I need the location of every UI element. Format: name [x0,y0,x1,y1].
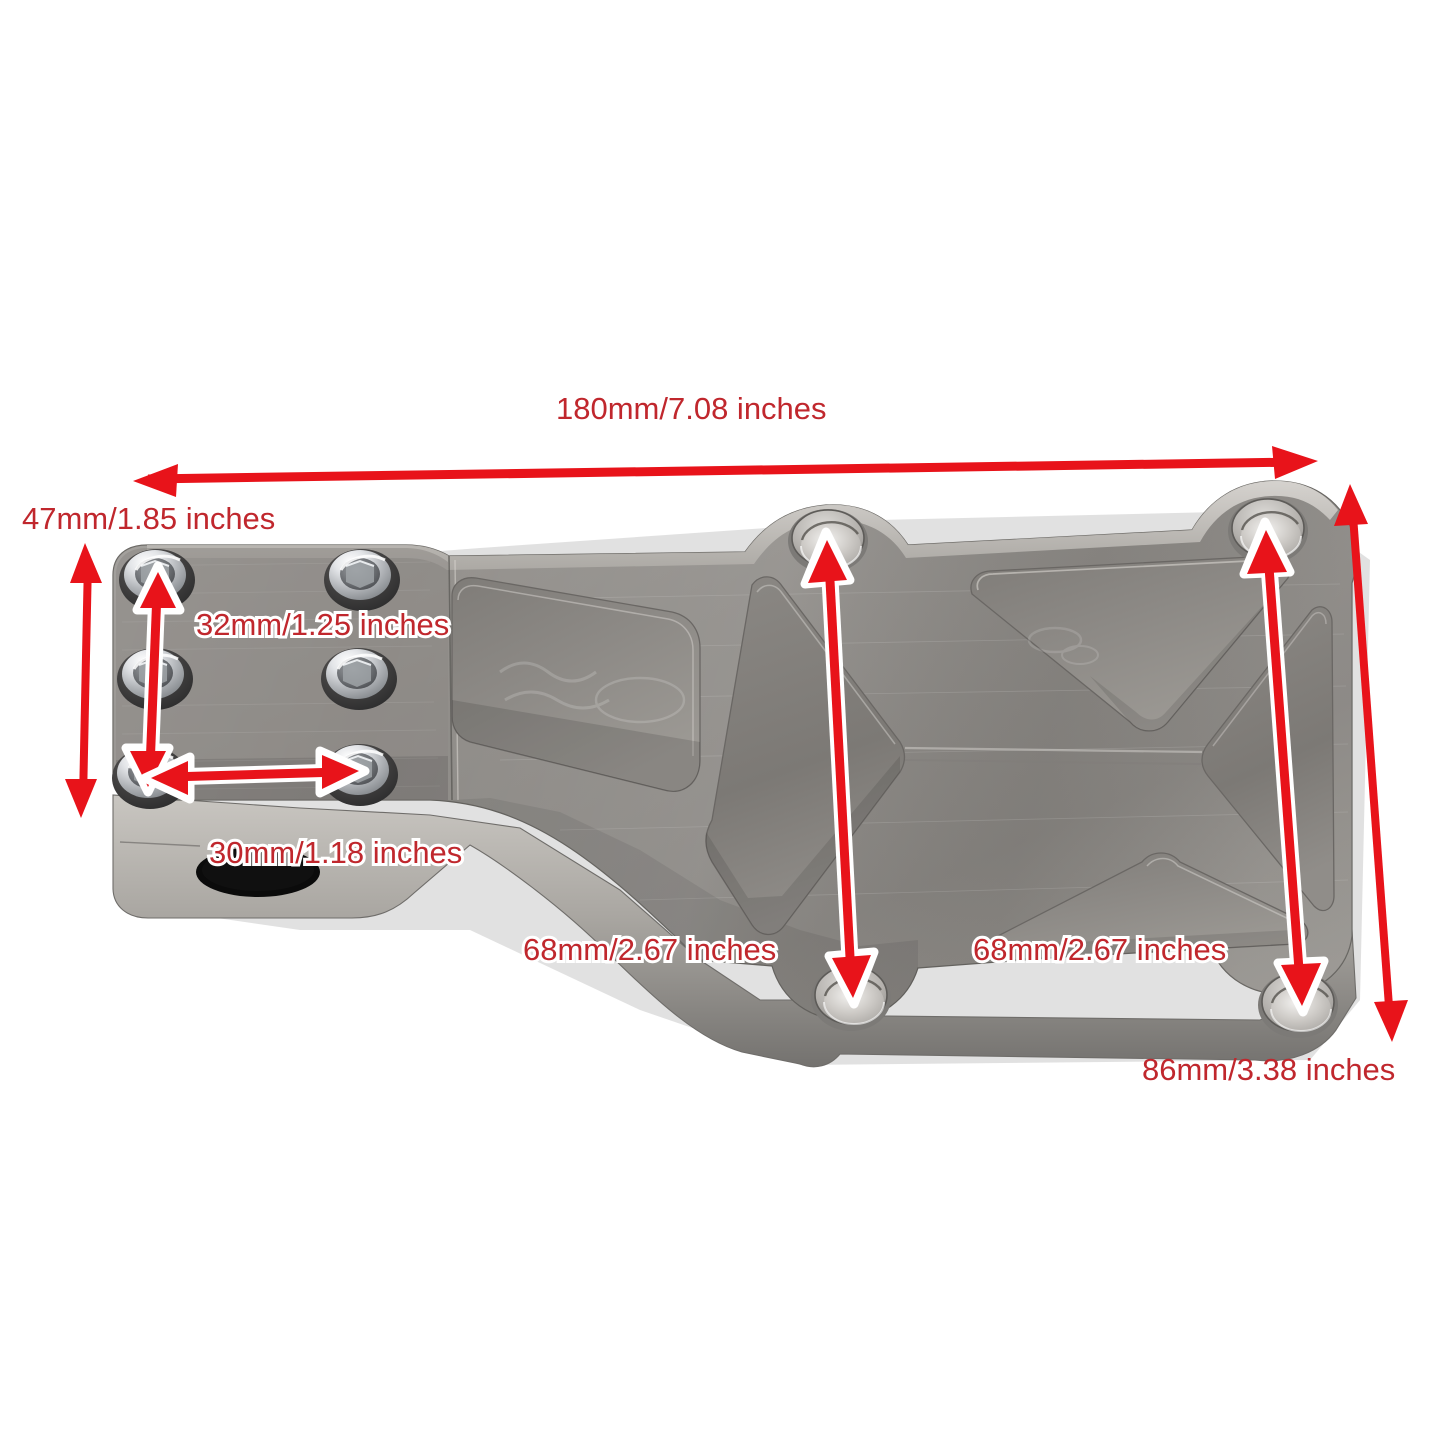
dim-label-overall-height: 86mm/3.38 inches [1142,1052,1396,1087]
top-bevel-strip [147,480,1338,570]
dim-label-inner-hole-spacing-text: 68mm/2.67 inches [523,932,777,967]
dim-label-bolt-vertical-spacing: 32mm/1.25 inches 32mm/1.25 inches [193,606,452,643]
dim-label-bolt-vertical-spacing-text: 32mm/1.25 inches [196,607,450,642]
dim-label-overall-length: 180mm/7.08 inches [556,391,827,426]
left-block-front-bevel [119,841,201,847]
pocket-diamond-left [705,576,906,936]
pocket-triangle-left [451,577,701,792]
dim-label-bolt-horizontal-spacing-text: 30mm/1.18 inches [209,835,463,870]
pocket-diamond-right [1201,606,1335,912]
left-block-step [448,555,453,801]
dim-label-bolt-vertical-spacing-outline: 32mm/1.25 inches [193,606,452,643]
etched-logo-ghost-2 [1027,626,1099,665]
dim-label-outer-hole-spacing-outline: 68mm/2.67 inches [970,931,1229,968]
x-web-ridges [904,746,1203,765]
dim-label-bolt-horizontal-spacing: 30mm/1.18 inches 30mm/1.18 inches [206,834,465,871]
bolt-top-right [324,549,400,611]
etched-logo-ghost [499,661,686,724]
arrow-left-block-height [65,543,102,818]
dim-label-inner-hole-spacing: 68mm/2.67 inches 68mm/2.67 inches [520,931,779,968]
left-clamp-block [116,548,448,800]
arrow-outer-hole-spacing [1239,517,1329,1017]
bolt-mid-right [321,648,397,710]
part-side-edge [112,794,1357,1068]
dim-label-bolt-horizontal-spacing-outline: 30mm/1.18 inches [206,834,465,871]
dimension-arrows [65,446,1408,1042]
arrow-bolt-horizontal-spacing [140,746,370,804]
arrow-bolt-vertical-spacing [121,561,185,797]
dim-label-outer-hole-spacing: 68mm/2.67 inches 68mm/2.67 inches [970,931,1229,968]
dim-label-inner-hole-spacing-outline: 68mm/2.67 inches [520,931,779,968]
dark-scuff-mark [196,847,320,897]
pocket-triangle-bottom [991,852,1309,961]
arrow-overall-height [1334,484,1408,1042]
dim-label-left-block-height: 47mm/1.85 inches [22,501,276,536]
dim-label-outer-hole-spacing-text: 68mm/2.67 inches [973,932,1227,967]
arm-shading [430,798,918,1020]
arrow-inner-hole-spacing [800,527,879,1009]
arrow-overall-length [133,446,1318,497]
